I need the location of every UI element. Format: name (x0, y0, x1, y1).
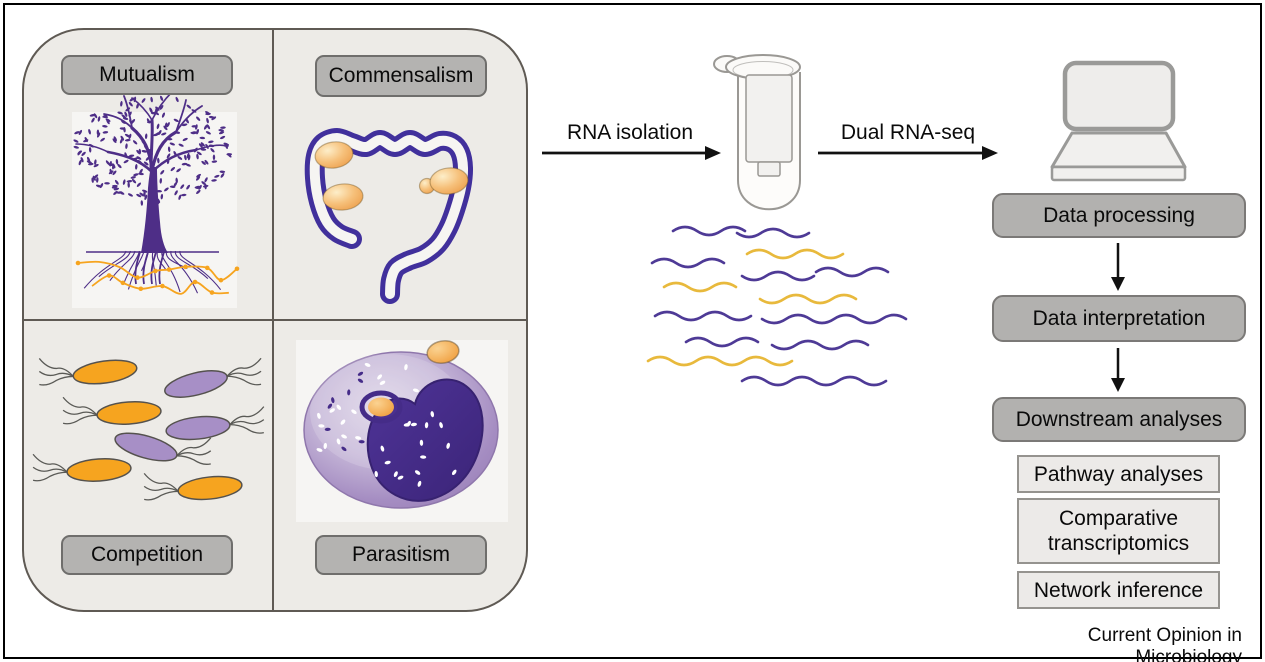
network-inference-text: Network inference (1033, 578, 1204, 602)
data-processing-text: Data processing (1043, 203, 1195, 227)
competition-label: Competition (61, 535, 233, 575)
pathway-analyses-box: Pathway analyses (1017, 455, 1220, 493)
spin-column-tube-icon (713, 54, 801, 211)
mutualism-label: Mutualism (61, 55, 233, 95)
data-interpretation-box: Data interpretation (992, 295, 1246, 342)
commensalism-label: Commensalism (315, 55, 487, 97)
mutualism-label-text: Mutualism (99, 63, 195, 86)
pathway-analyses-text: Pathway analyses (1033, 462, 1204, 486)
panel-horizontal-divider (24, 319, 526, 321)
comparative-transcriptomics-text: Comparative transcriptomics (1047, 507, 1190, 555)
parasitism-label: Parasitism (315, 535, 487, 575)
commensalism-label-text: Commensalism (328, 64, 474, 87)
rna-strands-illustration (646, 225, 908, 387)
dual-rna-seq-label: Dual RNA-seq (840, 121, 976, 144)
competition-label-text: Competition (90, 543, 204, 566)
data-interpretation-text: Data interpretation (1032, 306, 1206, 330)
journal-label: Current Opinion in Microbiology (1087, 625, 1242, 662)
dual-rna-seq-arrow (818, 146, 998, 160)
network-inference-box: Network inference (1017, 571, 1220, 609)
downstream-analyses-box: Downstream analyses (992, 397, 1246, 442)
comparative-transcriptomics-box: Comparative transcriptomics (1017, 498, 1220, 564)
laptop-icon (1050, 60, 1187, 182)
rna-isolation-arrow (542, 146, 721, 160)
downstream-analyses-text: Downstream analyses (1015, 407, 1223, 431)
data-processing-box: Data processing (992, 193, 1246, 238)
flow-arrow-2 (1111, 348, 1125, 392)
flow-arrow-1 (1111, 243, 1125, 291)
parasitism-label-text: Parasitism (351, 543, 451, 566)
rna-isolation-label: RNA isolation (566, 121, 694, 144)
